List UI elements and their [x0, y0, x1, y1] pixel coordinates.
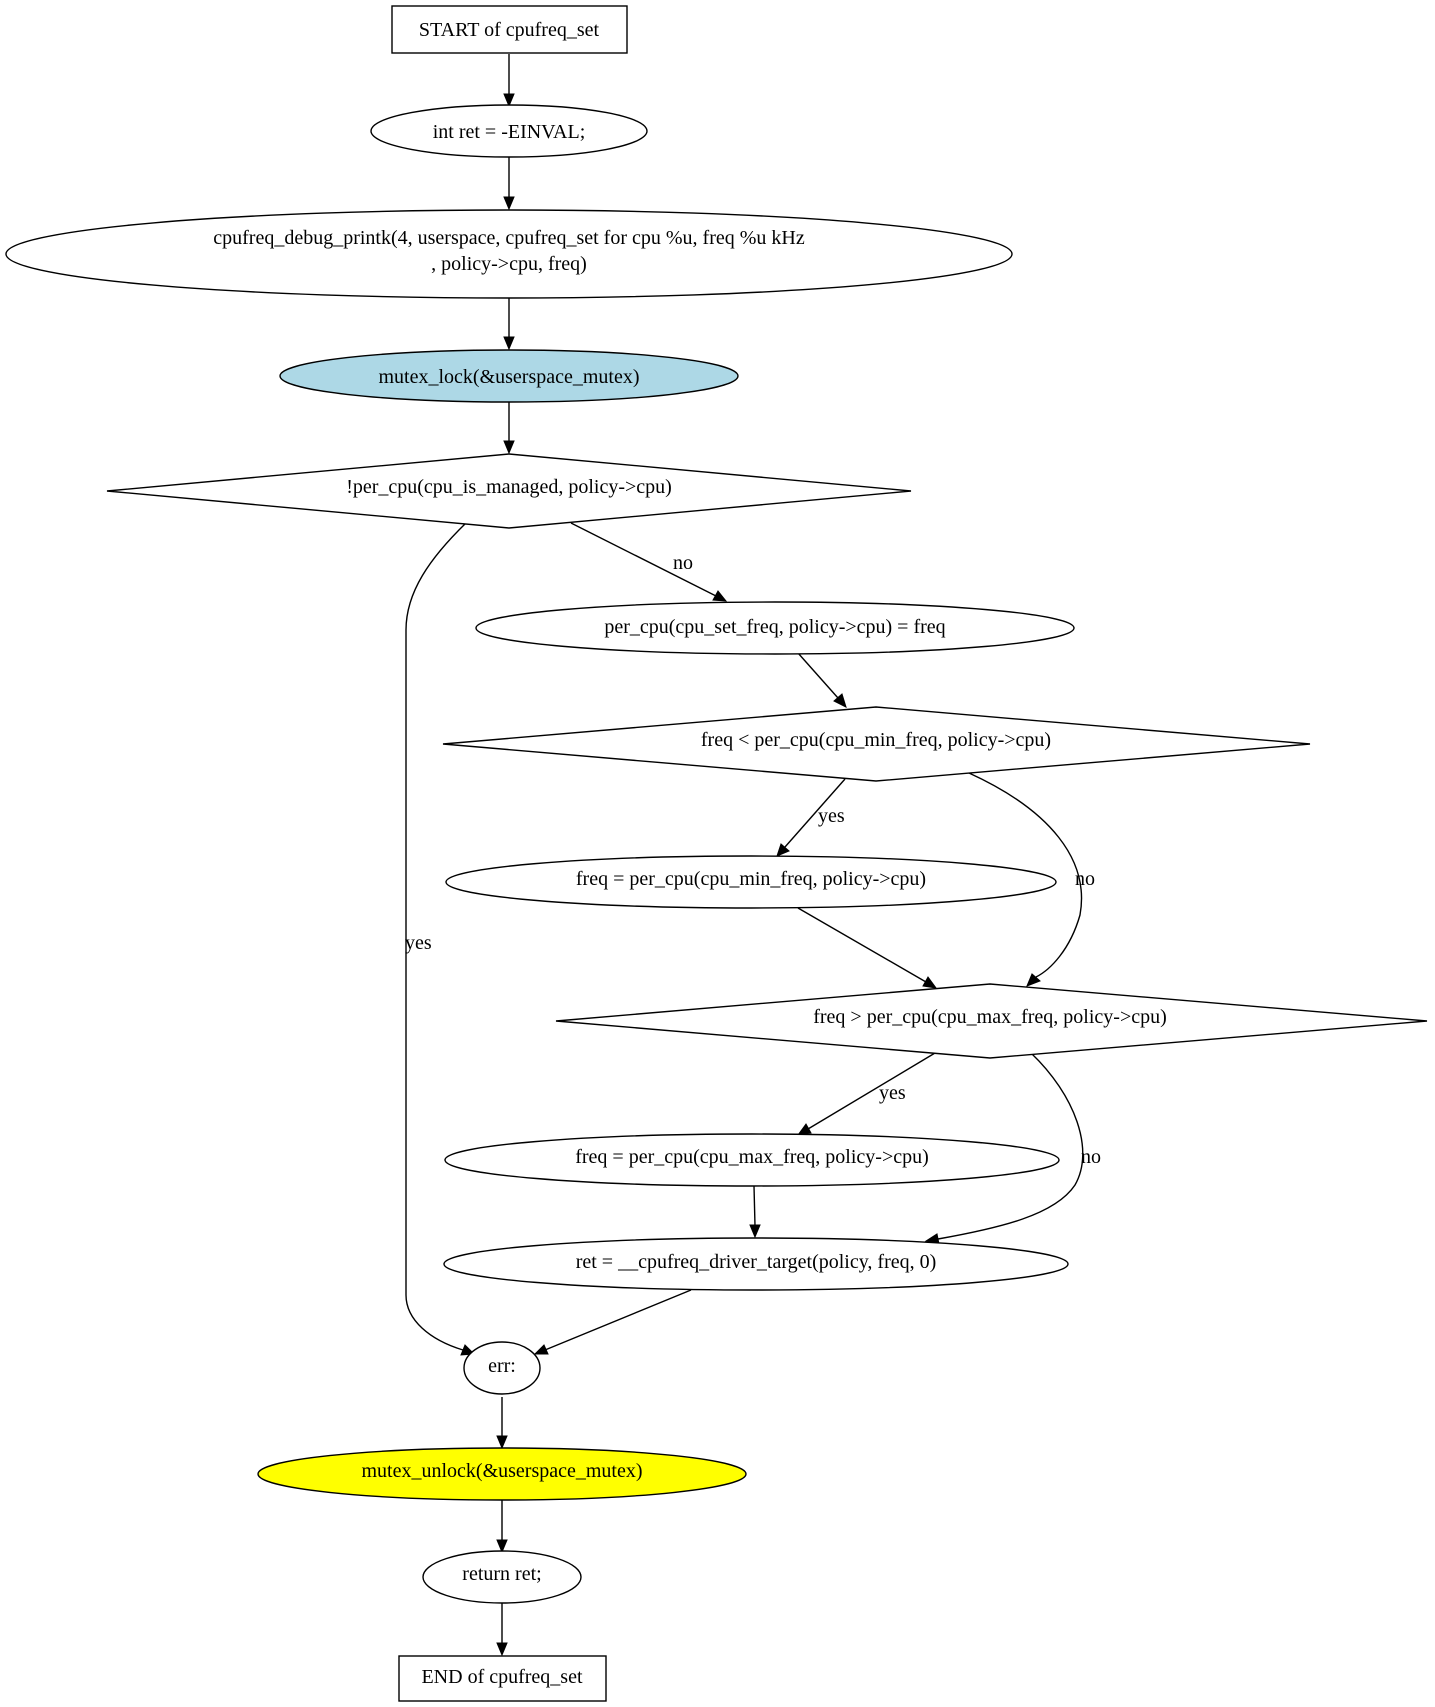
arrowhead-ret-init-to-debug-printk: [503, 196, 515, 211]
node-set-freq-label: per_cpu(cpu_set_freq, policy->cpu) = fre…: [604, 616, 945, 638]
arrowhead-return-to-end: [496, 1642, 508, 1657]
arrowhead-set-freq-to-cond-min: [833, 693, 847, 708]
arrowhead-assign-min-to-cond-max: [922, 976, 938, 989]
arrowhead-cond-min-to-assign-min: [776, 843, 790, 857]
node-err-label-text: err:: [488, 1355, 516, 1377]
node-assign-min-label: freq = per_cpu(cpu_min_freq, policy->cpu…: [576, 868, 926, 890]
arrowhead-cond-min-to-cond-max: [1026, 973, 1041, 987]
edge-cond-managed-to-set-freq: [570, 522, 717, 597]
node-driver-target-label: ret = __cpufreq_driver_target(policy, fr…: [576, 1251, 937, 1273]
node-assign-min-ellipse: [445, 855, 1057, 909]
node-assign-min: freq = per_cpu(cpu_min_freq, policy->cpu…: [445, 855, 1057, 909]
arrowhead-debug-printk-to-mutex-lock: [503, 336, 515, 351]
node-start-label: START of cpufreq_set: [419, 19, 600, 41]
arrowhead-mutex-lock-to-cond-managed: [503, 440, 515, 455]
node-set-freq-ellipse: [475, 601, 1075, 655]
edge-cond-min-to-assign-min: [784, 778, 846, 848]
flowchart-nodes: START of cpufreq_set int ret = -EINVAL; …: [5, 5, 1428, 1702]
node-debug-printk-label-line-2: , policy->cpu, freq): [431, 253, 587, 275]
node-err-label: err:: [463, 1341, 541, 1395]
arrowhead-assign-max-to-driver-target: [749, 1224, 761, 1239]
arrowhead-driver-target-to-err: [533, 1344, 549, 1355]
node-cond-max-label: freq > per_cpu(cpu_max_freq, policy->cpu…: [813, 1006, 1167, 1028]
node-ret-init-label: int ret = -EINVAL;: [433, 121, 586, 143]
edge-assign-max-to-driver-target: [753, 1185, 756, 1227]
node-mutex-unlock: mutex_unlock(&userspace_mutex): [257, 1447, 747, 1501]
node-assign-max-label: freq = per_cpu(cpu_max_freq, policy->cpu…: [575, 1146, 929, 1168]
arrowhead-cond-max-to-assign-max: [796, 1123, 812, 1136]
edge-cond-min-to-cond-max: [968, 772, 1083, 978]
node-return-ret-ellipse: [422, 1550, 582, 1604]
arrowhead-mutex-unlock-to-return: [496, 1539, 508, 1554]
node-cond-min: freq < per_cpu(cpu_min_freq, policy->cpu…: [442, 706, 1311, 782]
edge-label-yes-managed: yes: [405, 932, 432, 954]
arrowhead-start-to-ret-init: [503, 93, 515, 108]
node-end: END of cpufreq_set: [398, 1655, 607, 1702]
node-set-freq: per_cpu(cpu_set_freq, policy->cpu) = fre…: [475, 601, 1075, 655]
node-ret-init-ellipse: [370, 104, 648, 158]
edge-label-yes-max: yes: [879, 1082, 906, 1104]
node-return-ret-label: return ret;: [462, 1563, 541, 1585]
node-assign-max-ellipse: [444, 1133, 1060, 1187]
edge-label-no-max: no: [1081, 1146, 1101, 1168]
node-end-box: [398, 1655, 607, 1702]
node-mutex-lock: mutex_lock(&userspace_mutex): [279, 349, 739, 403]
node-return-ret: return ret;: [422, 1550, 582, 1604]
node-err-label-ellipse: [463, 1341, 541, 1395]
edge-label-yes-min: yes: [818, 805, 845, 827]
node-driver-target-ellipse: [443, 1237, 1069, 1291]
node-driver-target: ret = __cpufreq_driver_target(policy, fr…: [443, 1237, 1069, 1291]
node-debug-printk: cpufreq_debug_printk(4, userspace, cpufr…: [5, 209, 1013, 299]
edge-driver-target-to-err: [544, 1289, 692, 1351]
node-cond-min-label: freq < per_cpu(cpu_min_freq, policy->cpu…: [701, 729, 1051, 751]
node-mutex-lock-ellipse: [279, 349, 739, 403]
node-cond-max: freq > per_cpu(cpu_max_freq, policy->cpu…: [555, 983, 1428, 1059]
node-ret-init: int ret = -EINVAL;: [370, 104, 648, 158]
node-debug-printk-ellipse: [5, 209, 1013, 299]
edge-cond-max-to-driver-target: [937, 1052, 1084, 1240]
node-assign-max: freq = per_cpu(cpu_max_freq, policy->cpu…: [444, 1133, 1060, 1187]
edge-cond-max-to-assign-max: [807, 1052, 936, 1130]
edge-cond-managed-to-err: [405, 522, 467, 1351]
node-cond-managed-label: !per_cpu(cpu_is_managed, policy->cpu): [346, 476, 672, 498]
node-cond-max-diamond: [555, 983, 1428, 1059]
arrowhead-err-to-mutex-unlock: [496, 1435, 508, 1450]
node-end-label: END of cpufreq_set: [421, 1666, 582, 1688]
node-mutex-unlock-ellipse: [257, 1447, 747, 1501]
edge-set-freq-to-cond-min: [797, 652, 839, 699]
arrowhead-cond-managed-to-set-freq: [712, 590, 728, 602]
node-start: START of cpufreq_set: [391, 5, 628, 54]
node-cond-managed: !per_cpu(cpu_is_managed, policy->cpu): [106, 453, 912, 529]
node-mutex-unlock-label: mutex_unlock(&userspace_mutex): [361, 1460, 642, 1482]
edge-label-no-min: no: [1075, 868, 1095, 890]
node-cond-min-diamond: [442, 706, 1311, 782]
node-debug-printk-label-line-1: cpufreq_debug_printk(4, userspace, cpufr…: [213, 227, 805, 249]
flowchart-edges: no yes yes no yes no: [405, 54, 1101, 1657]
node-start-box: [391, 5, 628, 54]
edge-assign-min-to-cond-max: [797, 907, 927, 983]
edge-label-no-managed: no: [673, 552, 693, 574]
node-mutex-lock-label: mutex_lock(&userspace_mutex): [378, 366, 639, 388]
node-cond-managed-diamond: [106, 453, 912, 529]
